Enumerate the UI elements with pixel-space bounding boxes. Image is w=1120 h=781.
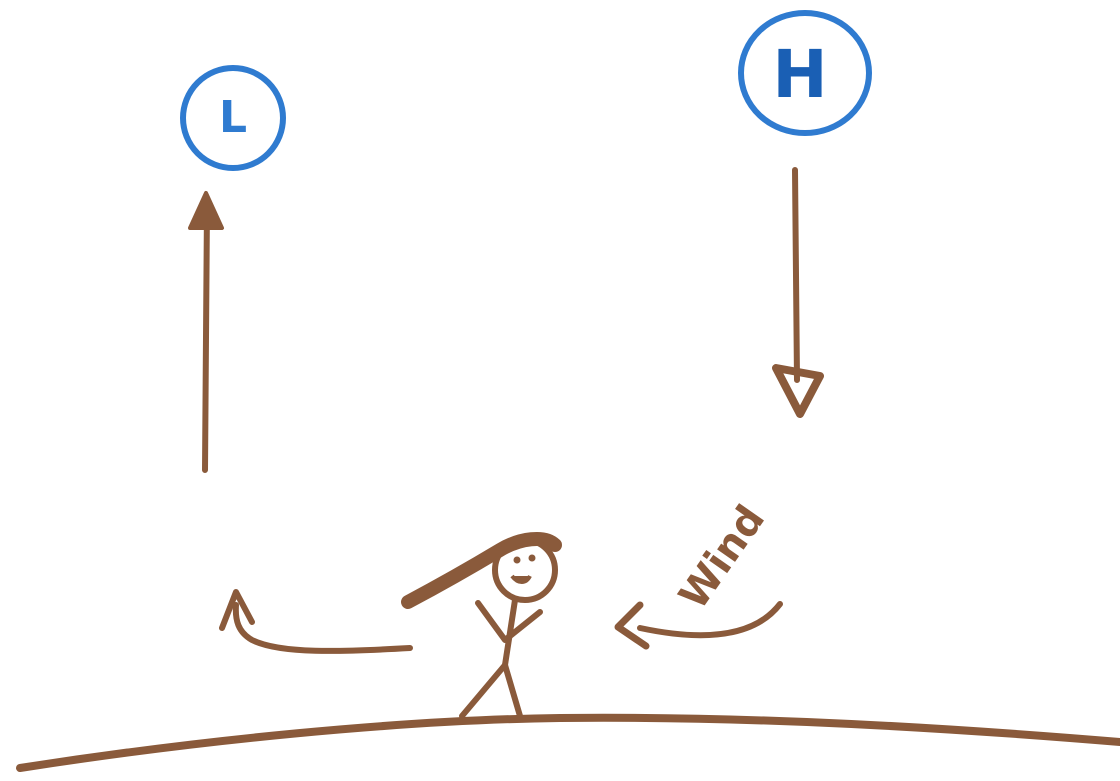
- stick-figure-icon: [401, 532, 562, 719]
- high-pressure-label: H: [772, 36, 827, 113]
- arrow-down-icon: [772, 167, 824, 418]
- wind-arrow: [614, 601, 783, 650]
- curved-arrow-left-icon: [219, 589, 413, 654]
- low-pressure-circle: [180, 65, 286, 171]
- arrow-up-icon: [188, 191, 224, 473]
- high-pressure-circle: [738, 10, 872, 136]
- wind-label: Wind: [671, 497, 775, 618]
- ground-line: [16, 713, 1120, 772]
- low-pressure-label: L: [219, 92, 247, 143]
- high-pressure-marker: H: [738, 10, 872, 136]
- low-pressure-marker: L: [180, 65, 286, 171]
